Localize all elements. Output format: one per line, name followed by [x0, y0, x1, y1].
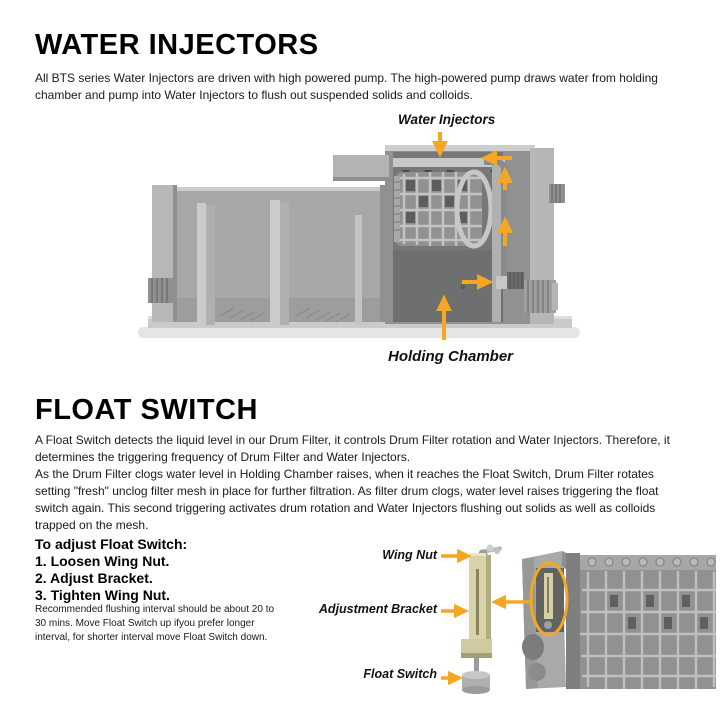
bracket-slot: [476, 569, 479, 635]
water-injector-bar: [393, 158, 505, 167]
bracket-foot: [461, 639, 492, 658]
adjust-steps-heading: To adjust Float Switch:: [35, 536, 188, 552]
float-stem: [474, 657, 479, 674]
drain-hole: [460, 284, 466, 290]
float-switch-bracket-illustration: [461, 544, 503, 694]
left-inlet-knob: [148, 278, 174, 303]
tank-divider: [380, 185, 387, 322]
drum-closeup-illustration: [522, 551, 716, 689]
floor-corrugation: [219, 307, 351, 323]
settling-tank: [152, 185, 387, 325]
adjust-step-3: 3. Tighten Wing Nut.: [35, 587, 170, 603]
bolt-row: [587, 557, 716, 567]
top-shelf: [333, 155, 389, 181]
adjust-step-1: 1. Loosen Wing Nut.: [35, 553, 170, 569]
adjust-steps: To adjust Float Switch: 1. Loosen Wing N…: [35, 536, 187, 604]
holding-chamber-interior: [393, 250, 503, 322]
drum-front-rim: [454, 169, 494, 249]
highlight-ellipse: [529, 561, 569, 637]
drum-filter-machine-figure: [100, 130, 620, 380]
adjust-step-2: 2. Adjust Bracket.: [35, 570, 153, 586]
float-switch-title: FLOAT SWITCH: [35, 394, 258, 426]
closeup-dark-cells: [610, 595, 708, 629]
float-switch-figure: [320, 535, 720, 717]
adjustment-bracket-label: Adjustment Bracket: [318, 602, 437, 616]
inlet-pipe-end: [522, 634, 544, 660]
annotation-arrows: [432, 132, 513, 340]
wing-nut-label: Wing Nut: [382, 548, 437, 562]
drum-mesh: [394, 169, 494, 249]
float-switch-label: Float Switch: [363, 667, 437, 681]
holding-chamber-figure-label: Holding Chamber: [388, 348, 514, 365]
float-switch-paragraph-1: A Float Switch detects the liquid level …: [35, 433, 670, 464]
inlet-pipe-end-2: [528, 663, 546, 681]
float-switch-illustration: [441, 544, 716, 694]
drive-knob-top: [549, 184, 565, 203]
flushing-interval-note: Recommended flushing interval should be …: [35, 604, 275, 643]
closeup-mesh-grid: [580, 571, 716, 689]
water-injectors-figure-label: Water Injectors: [398, 112, 496, 127]
annotation-arrows-2: [441, 548, 532, 686]
ground-shadow: [138, 327, 580, 338]
water-injectors-title: WATER INJECTORS: [35, 29, 319, 61]
float-body: [462, 671, 490, 694]
chamber-wall: [492, 156, 501, 322]
float-switch-paragraph-2: As the Drum Filter clogs water level in …: [35, 467, 659, 532]
baffle-plates: [197, 200, 362, 325]
pump: [496, 272, 558, 313]
drum-filter-machine-illustration: [138, 132, 580, 340]
water-injectors-paragraph: All BTS series Water Injectors are drive…: [35, 71, 658, 102]
mini-float: [544, 621, 552, 629]
